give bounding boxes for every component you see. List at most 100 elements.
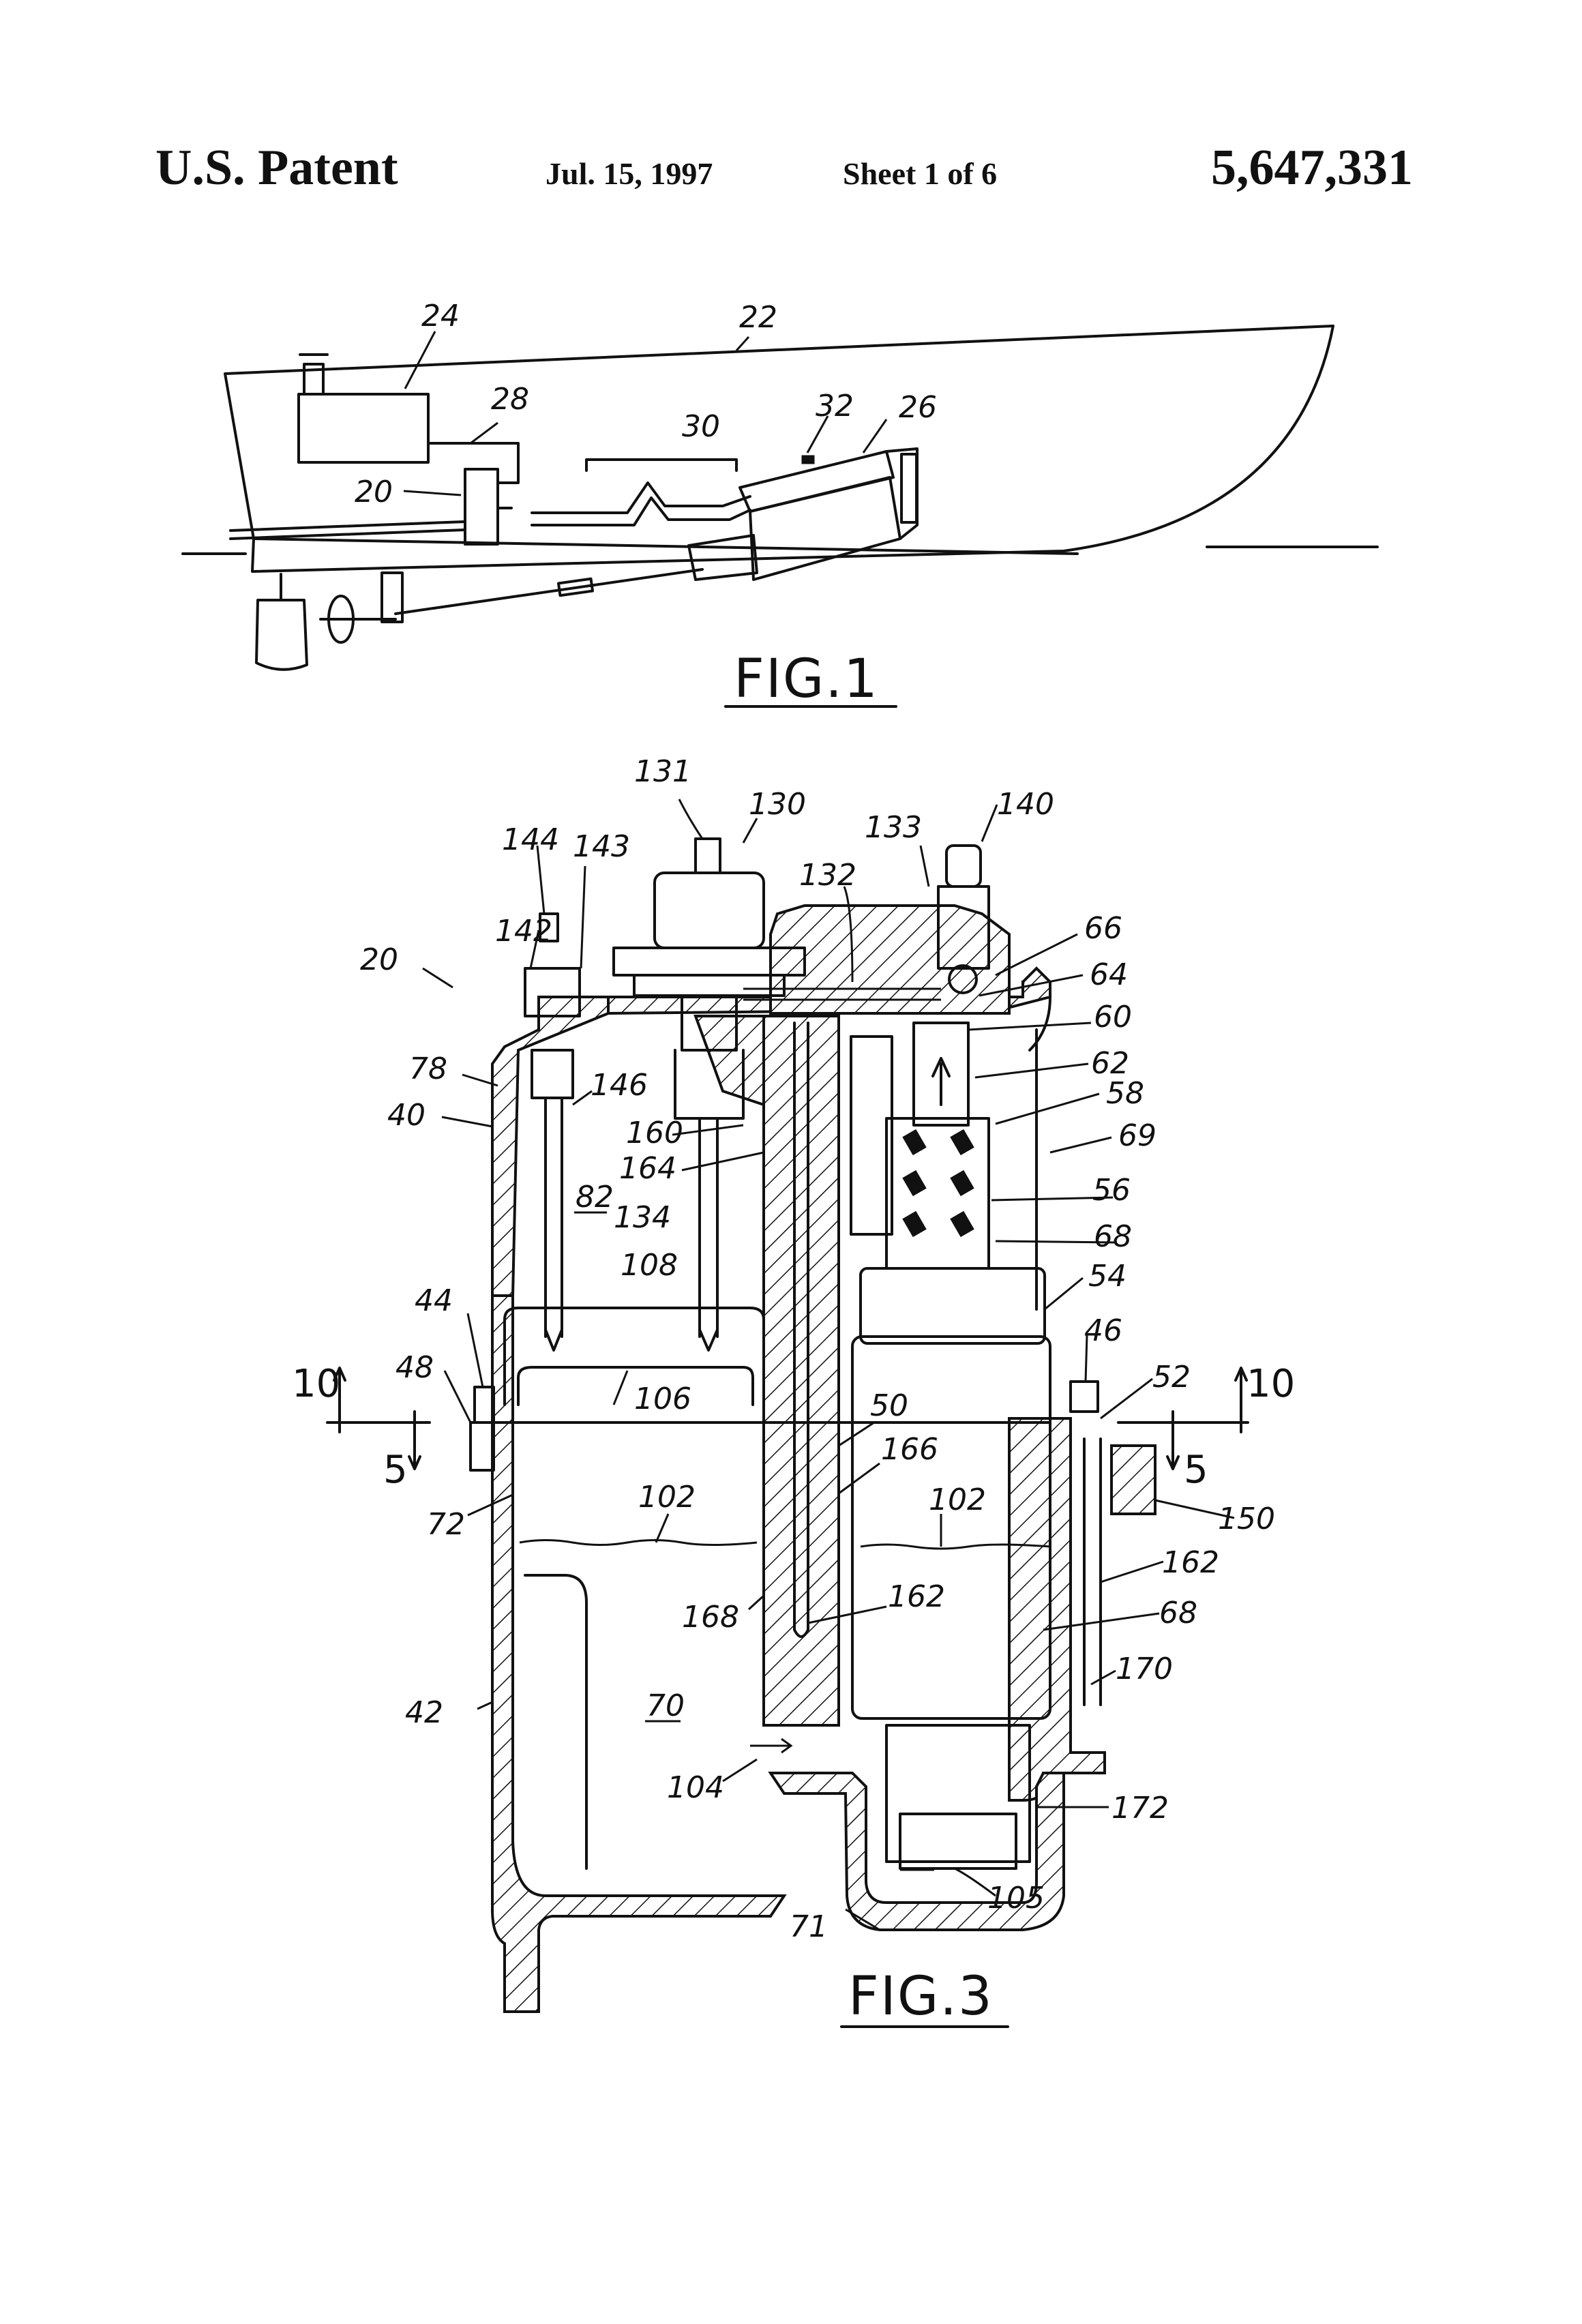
- flow-arrow-104: [750, 1738, 793, 1754]
- fig1-label: FIG.1: [734, 649, 879, 710]
- flow-arrow-up: [931, 1057, 951, 1106]
- regulator-diaphragm: [633, 974, 786, 997]
- fastener-46: [1069, 1380, 1099, 1413]
- ref-68-lower: 68: [1159, 1596, 1197, 1630]
- fig1-boat-drawing: [181, 325, 1379, 671]
- hull-chine: [252, 537, 1079, 555]
- lower-housing-right-wall: [1008, 1417, 1106, 1802]
- outlet-fitting-nipple: [945, 844, 982, 888]
- ref-105: 105: [987, 1881, 1045, 1916]
- ref-134: 134: [614, 1200, 671, 1235]
- ref-140: 140: [997, 787, 1054, 822]
- ref-42: 42: [405, 1695, 443, 1730]
- ref-162-center: 162: [888, 1579, 945, 1614]
- regulator-nipple: [694, 837, 721, 874]
- section-10-right: 10: [1247, 1362, 1295, 1406]
- ref-71: 71: [790, 1909, 828, 1944]
- tank-filler: [303, 363, 325, 396]
- patent-date: Jul. 15, 1997: [546, 156, 713, 191]
- pump-inlet-filter: [885, 1724, 1031, 1863]
- ref-170: 170: [1116, 1652, 1173, 1686]
- ref-69: 69: [1118, 1118, 1156, 1153]
- ref-56: 56: [1092, 1173, 1131, 1208]
- fuel-pump-top: [859, 1267, 1046, 1345]
- ref-28: 28: [491, 382, 529, 417]
- ref-150: 150: [1218, 1502, 1275, 1536]
- patent-label: U.S. Patent: [155, 140, 398, 196]
- outlet-tube: [912, 1022, 970, 1127]
- ref-166: 166: [881, 1432, 938, 1467]
- bottom-cup: [768, 1772, 1065, 1931]
- outlet-fitting: [937, 885, 990, 970]
- fuel-tank: [297, 393, 430, 464]
- section-5-right: 5: [1184, 1448, 1208, 1492]
- engine-upper: [738, 450, 895, 513]
- ref-106: 106: [634, 1382, 691, 1416]
- section-markers: [326, 1367, 1249, 1470]
- ref-78: 78: [409, 1052, 447, 1086]
- engine-lower: [687, 534, 758, 581]
- ref-143: 143: [573, 829, 630, 864]
- rubber-coupling: [902, 1129, 974, 1238]
- ref-130: 130: [749, 787, 806, 822]
- ref-164: 164: [619, 1151, 676, 1186]
- fuel-level-left: [519, 1539, 758, 1546]
- rudder: [255, 599, 308, 671]
- ref-146: 146: [591, 1068, 648, 1103]
- fuel-pump-body: [851, 1335, 1051, 1720]
- ref-24: 24: [421, 299, 460, 333]
- ref-22: 22: [739, 300, 777, 335]
- vent-tube: [793, 1022, 809, 1638]
- fuel-line-30: [531, 481, 751, 514]
- engine-block: [749, 476, 901, 581]
- ref-62: 62: [1091, 1046, 1129, 1081]
- fuel-module: [464, 468, 499, 546]
- ref-52: 52: [1152, 1360, 1191, 1395]
- component-32: [801, 455, 815, 464]
- fuel-level-right: [860, 1543, 1051, 1550]
- float-106: [517, 1366, 754, 1406]
- sheet-number: Sheet 1 of 6: [843, 156, 998, 191]
- ref-160: 160: [626, 1116, 683, 1150]
- ref-30: 30: [682, 409, 720, 444]
- fig1-leaders: [403, 331, 888, 496]
- float-cover-108: [503, 1307, 765, 1406]
- reservoir-inner: [524, 1574, 588, 1870]
- ref-46: 46: [1084, 1313, 1122, 1348]
- ref-48: 48: [395, 1350, 434, 1385]
- ref-44: 44: [415, 1283, 453, 1318]
- regulator-outlet: [674, 1049, 745, 1120]
- ref-172: 172: [1111, 1791, 1169, 1826]
- ref-40: 40: [387, 1098, 426, 1133]
- fuel-line: [427, 442, 520, 484]
- ref-26: 26: [899, 390, 937, 425]
- ref-32: 32: [816, 389, 854, 423]
- vent-valve: [524, 967, 581, 1017]
- ref-108: 108: [621, 1248, 678, 1283]
- pump-screen: [899, 1813, 1017, 1870]
- ref-104: 104: [667, 1770, 724, 1805]
- ref-20-fig3: 20: [360, 942, 398, 977]
- ref-144: 144: [502, 822, 559, 857]
- upper-housing-left-wall: [491, 996, 610, 1297]
- fig3-leaders: [422, 799, 1235, 1931]
- cover-boss: [769, 904, 1011, 1015]
- ref-68-upper: 68: [1094, 1219, 1132, 1254]
- section-5-left: 5: [383, 1448, 408, 1492]
- ref-82: 82: [576, 1180, 614, 1215]
- shaft-coupling: [556, 577, 595, 597]
- ref-54: 54: [1088, 1259, 1126, 1294]
- fitting-150: [1110, 1444, 1156, 1515]
- vent-body: [531, 1049, 574, 1099]
- ref-102-left: 102: [638, 1480, 696, 1515]
- vent-cap: [539, 912, 559, 942]
- ref-102-right: 102: [929, 1483, 986, 1517]
- ref-168: 168: [682, 1600, 739, 1635]
- leader-24: [404, 331, 436, 389]
- prop-shaft: [394, 568, 704, 615]
- ref-20: 20: [355, 475, 393, 509]
- ref-162-right: 162: [1162, 1545, 1219, 1580]
- ref-50: 50: [870, 1388, 908, 1423]
- flange-44: [473, 1386, 495, 1424]
